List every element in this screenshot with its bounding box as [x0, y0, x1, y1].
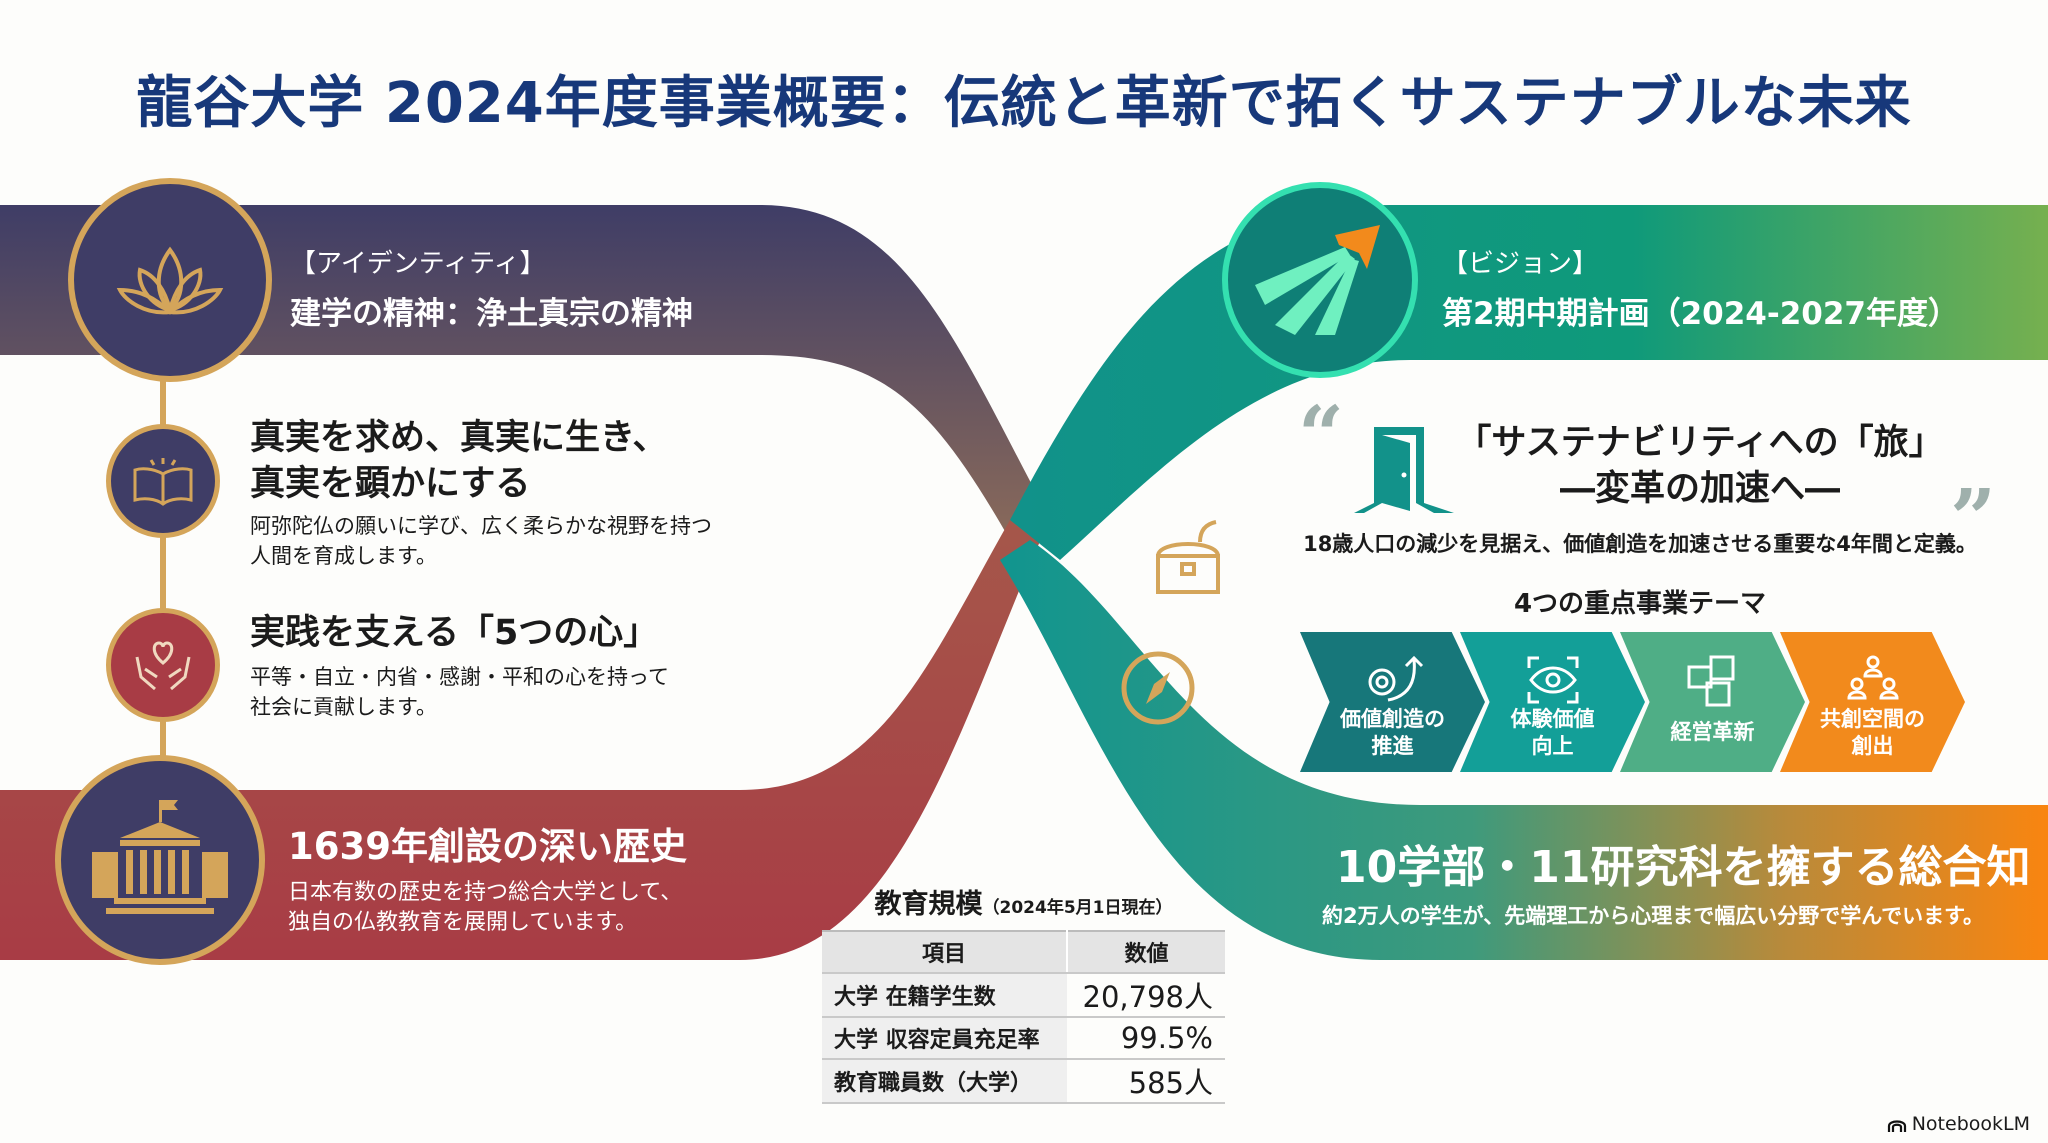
row-value: 20,798人 — [1067, 973, 1225, 1018]
theme-label-1: 価値創造の — [1340, 707, 1445, 731]
vision-heading: 第2期中期計画（2024-2027年度） — [1442, 296, 1959, 332]
brand-label: NotebookLM — [1911, 1113, 2030, 1135]
close-quote-mark: ” — [1950, 471, 1997, 565]
row-value: 585人 — [1067, 1059, 1225, 1104]
theme-label-4b: 創出 — [1851, 734, 1894, 758]
quote-description: 18歳人口の減少を見据え、価値創造を加速させる重要な4年間と定義。 — [1303, 532, 1977, 556]
five-hearts-body-1: 平等・自立・内省・感謝・平和の心を持って — [250, 665, 669, 689]
gear-arrow-icon — [1368, 655, 1423, 702]
treasure-chest-icon — [1156, 520, 1220, 594]
scale-as-of: （2024年5月1日現在） — [982, 898, 1173, 918]
arrow-rising-icon — [1222, 182, 1418, 378]
open-quote-mark: “ — [1298, 388, 1345, 482]
row-item: 大学 収容定員充足率 — [822, 1017, 1067, 1060]
column-header-item: 項目 — [822, 931, 1068, 974]
five-hearts-body-2: 社会に貢献します。 — [250, 695, 437, 719]
truth-heading-1: 真実を求め、真実に生き、 — [250, 418, 668, 458]
heart-hands-icon — [106, 608, 220, 722]
history-body-2: 独自の仏教教育を展開しています。 — [288, 910, 638, 935]
theme-label-3: 経営革新 — [1670, 720, 1755, 744]
truth-heading-2: 真実を顕かにする — [250, 464, 531, 504]
faculties-heading: 10学部・11研究科を擁する総合知 — [1336, 842, 2031, 893]
page-title: 龍谷大学 2024年度事業概要：伝統と革新で拓くサステナブルな未来 — [136, 71, 1912, 136]
door-icon — [1354, 427, 1454, 513]
people-circle-icon — [1846, 655, 1899, 700]
history-body-1: 日本有数の歴史を持つ総合大学として、 — [288, 880, 683, 905]
university-building-icon — [55, 755, 265, 965]
table-header-row: 項目数値 — [822, 931, 1225, 974]
five-hearts-heading: 実践を支える「5つの心」 — [250, 613, 659, 653]
puzzle-icon — [1687, 655, 1734, 707]
row-item: 大学 在籍学生数 — [822, 973, 1067, 1018]
table-row: 教育職員数（大学）585人 — [822, 1059, 1225, 1104]
vision-label: 【ビジョン】 — [1442, 249, 1599, 279]
history-heading: 1639年創設の深い歴史 — [288, 825, 687, 868]
identity-label: 【アイデンティティ】 — [290, 249, 546, 279]
row-value: 99.5% — [1067, 1017, 1225, 1060]
theme-label-2b: 向上 — [1531, 734, 1574, 758]
column-header-value: 数値 — [1067, 931, 1225, 974]
theme-co-creation-space: 共創空間の創出 — [1780, 632, 1965, 772]
faculties-band — [1000, 540, 2048, 960]
quote-line-1: 「サステナビリティへの「旅」 — [1456, 423, 1944, 463]
notebooklm-brand: NotebookLM — [1887, 1113, 2030, 1135]
row-item: 教育職員数（大学） — [822, 1059, 1067, 1104]
theme-label-2: 体験価値 — [1510, 707, 1595, 731]
compass-icon — [1121, 651, 1195, 725]
notebooklm-logo-icon — [1887, 1120, 1906, 1132]
truth-body-1: 阿弥陀仏の願いに学び、広く柔らかな視野を持つ — [250, 514, 712, 538]
open-book-icon — [106, 424, 220, 538]
theme-label-1b: 推進 — [1371, 734, 1414, 758]
identity-heading: 建学の精神：浄土真宗の精神 — [290, 296, 693, 332]
theme-value-creation: 価値創造の推進 — [1300, 632, 1485, 772]
theme-experience-value: 体験価値向上 — [1460, 632, 1645, 772]
truth-body-2: 人間を育成します。 — [250, 544, 437, 568]
quote-line-2: ―変革の加速へ― — [1559, 469, 1840, 509]
lotus-icon — [68, 178, 272, 382]
theme-management-innovation: 経営革新 — [1620, 632, 1805, 772]
faculties-body: 約2万人の学生が、先端理工から心理まで幅広い分野で学んでいます。 — [1322, 904, 1985, 928]
eye-icon — [1527, 656, 1578, 704]
themes-title: 4つの重点事業テーマ — [1513, 589, 1767, 619]
theme-label-4: 共創空間の — [1820, 707, 1925, 731]
scale-title: 教育規模 — [874, 889, 983, 920]
